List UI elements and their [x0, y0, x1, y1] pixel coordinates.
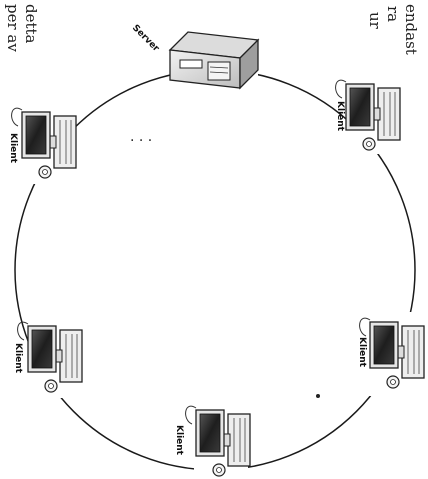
client-label-right-lower: Klient [357, 337, 367, 368]
client-node-right-lower [360, 312, 424, 396]
ellipsis-dots: · · · [130, 133, 152, 149]
scan-dot [316, 394, 320, 398]
client-node-bottom [186, 402, 250, 479]
client-label-bottom: Klient [174, 425, 184, 456]
server-label: Server [130, 23, 161, 54]
client-node-left-upper [12, 104, 76, 184]
client-label-left-upper: Klient [8, 133, 18, 164]
server-node [170, 32, 258, 94]
client-label-top-right: Klient [335, 101, 345, 132]
client-node-left-lower [18, 318, 82, 398]
client-label-left-lower: Klient [13, 343, 23, 374]
